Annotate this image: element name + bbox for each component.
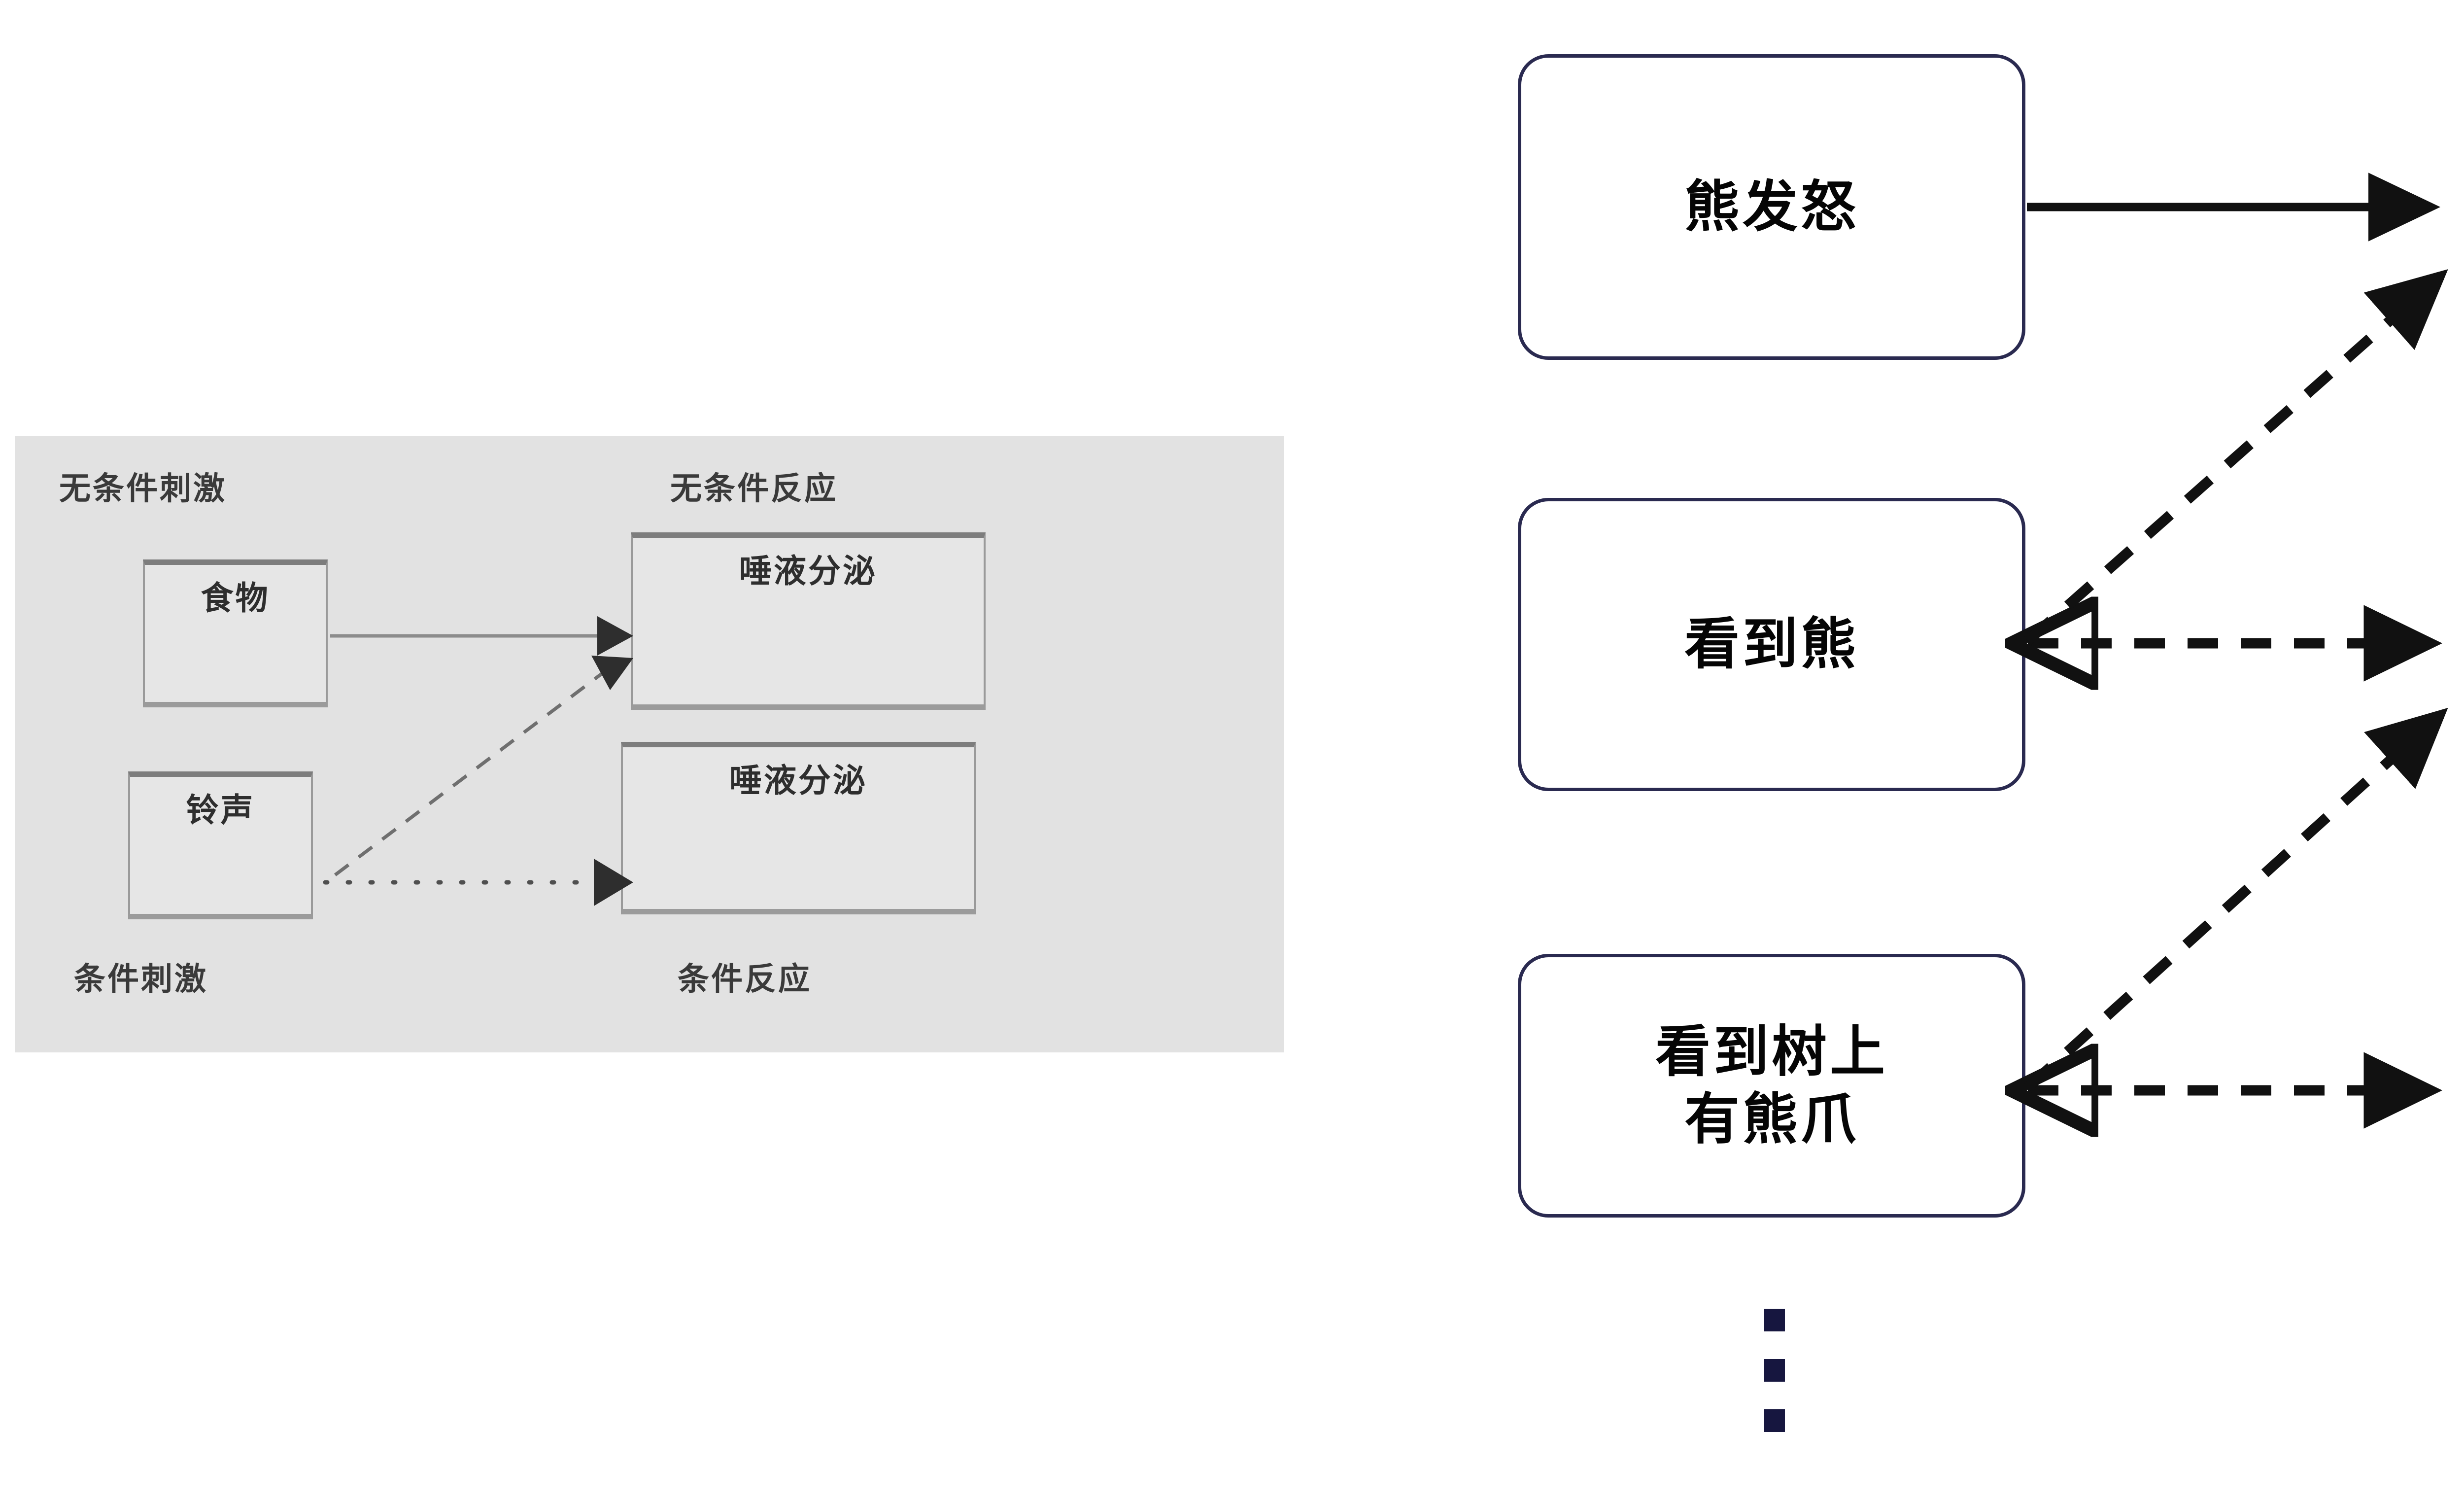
node-see-bear-label: 看到熊	[1684, 612, 1859, 677]
node-see-claw[interactable]: 看到树上 有熊爪	[1518, 954, 2025, 1218]
cc-box-food-label: 食物	[201, 579, 270, 617]
node-see-bear[interactable]: 看到熊	[1518, 498, 2025, 791]
arrow-see-claw-to-v-s-prime-diagonal	[2024, 707, 2448, 1091]
label-conditioned-stimulus: 条件刺激	[74, 961, 208, 998]
label-conditioned-response: 条件反应	[678, 961, 812, 998]
arrow-see-bear-to-reward-diagonal	[2024, 269, 2448, 645]
cc-box-bell: 铃声	[128, 771, 313, 919]
node-bear-angry[interactable]: 熊发怒	[1518, 54, 2025, 360]
label-unconditioned-response: 无条件反应	[670, 471, 838, 507]
dot-icon	[1764, 1409, 1785, 1432]
dot-icon	[1764, 1359, 1785, 1382]
node-see-claw-label: 看到树上 有熊爪	[1655, 1019, 1888, 1151]
continuation-dots-left	[1764, 1309, 1785, 1432]
node-bear-angry-label: 熊发怒	[1684, 174, 1859, 239]
cc-box-salivation-unconditioned-label: 唾液分泌	[739, 552, 877, 590]
cc-box-salivation-conditioned-label: 唾液分泌	[729, 762, 867, 800]
cc-box-salivation-conditioned: 唾液分泌	[621, 742, 976, 914]
dot-icon	[1764, 1309, 1785, 1331]
cc-box-salivation-unconditioned: 唾液分泌	[631, 532, 986, 710]
cc-box-food: 食物	[143, 559, 328, 707]
label-unconditioned-stimulus: 无条件刺激	[59, 471, 227, 507]
cc-box-bell-label: 铃声	[186, 791, 255, 829]
classical-conditioning-panel: 无条件刺激 无条件反应 条件刺激 条件反应 食物 唾液分泌 铃声 唾液分泌	[15, 436, 1284, 1052]
